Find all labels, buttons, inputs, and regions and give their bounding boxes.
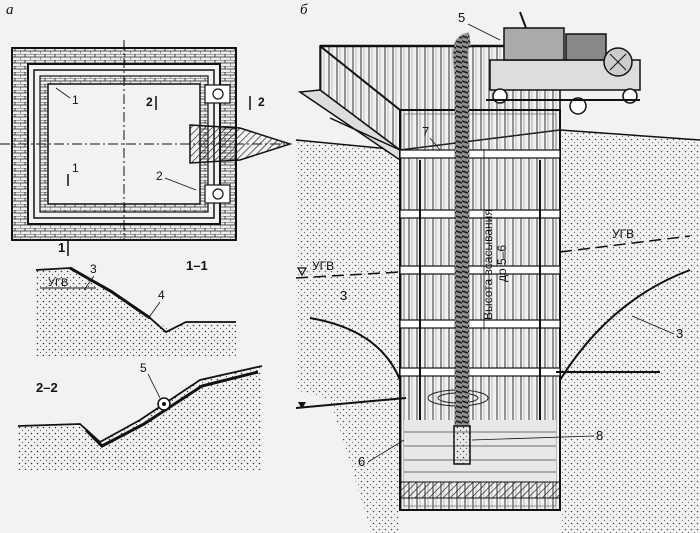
shaft-callout-3-left: 3 — [340, 288, 347, 303]
section-1-1-title: 1–1 — [186, 258, 208, 273]
shaft-gw-left: УГВ — [312, 259, 334, 273]
suction-strainer — [453, 425, 471, 465]
depression-curve-left — [309, 317, 401, 381]
shaft-water — [404, 420, 556, 482]
gw-line-initial-right — [559, 235, 691, 253]
section-1-1: 1–1 УГВ 3 4 — [35, 258, 236, 356]
section-1-1-callout-3: 3 — [90, 262, 97, 276]
shaft-callout-5: 5 — [458, 10, 465, 25]
plan-section-mark-2: 2 — [146, 95, 153, 109]
section-2-2-drain — [84, 370, 259, 448]
section-2-2-ground-line — [17, 365, 263, 444]
shaft-callout-8: 8 — [596, 428, 603, 443]
shaft-callout-6: 6 — [358, 454, 365, 469]
shaft-callout-7: 7 — [422, 124, 429, 139]
shaft-soil-right — [560, 130, 700, 533]
section-1-1-soil — [36, 268, 236, 356]
section-2-2-callout-5: 5 — [140, 361, 147, 375]
gw-triangle-lower — [298, 402, 306, 409]
plan-callout-1: 1 — [72, 93, 79, 107]
section-2-2-soil — [18, 366, 262, 470]
plan-view: а 1 2 2 2 1 1 — [0, 2, 293, 256]
section-1-1-drain — [69, 266, 151, 320]
suction-hose — [453, 33, 473, 426]
plan-section-mark-2-right: 2 — [258, 95, 265, 109]
sump-lower — [212, 188, 224, 200]
shaft-gw-right: УГВ — [612, 227, 634, 241]
section-1-1-gw-label: УГВ — [48, 277, 68, 289]
section-2-2: 2–2 5 — [17, 361, 263, 470]
depression-curve-right — [559, 269, 691, 381]
plan-callout-1-lower: 1 — [72, 161, 79, 175]
shaft-struts — [329, 117, 561, 420]
gw-line-lower — [295, 397, 407, 409]
suction-height-line1: Высота всасывания — [481, 209, 495, 320]
shaft-callout-3-right: 3 — [676, 326, 683, 341]
pump-unit — [486, 11, 641, 115]
shaft-soil-left — [296, 140, 400, 533]
panel-b-letter: б — [300, 2, 308, 18]
sump-upper — [212, 88, 224, 100]
suction-height-line2: до 5–6 — [495, 245, 509, 282]
panel-a-letter: а — [6, 2, 14, 18]
section-2-2-title: 2–2 — [36, 380, 58, 395]
plan-callout-2: 2 — [156, 169, 163, 183]
section-1-1-callout-4: 4 — [158, 288, 165, 302]
shaft-bottom-filter — [399, 481, 561, 499]
plan-outlet-channel — [189, 124, 293, 164]
shaft-view: б — [295, 2, 700, 533]
plan-section-mark-1: 1 — [58, 240, 65, 255]
